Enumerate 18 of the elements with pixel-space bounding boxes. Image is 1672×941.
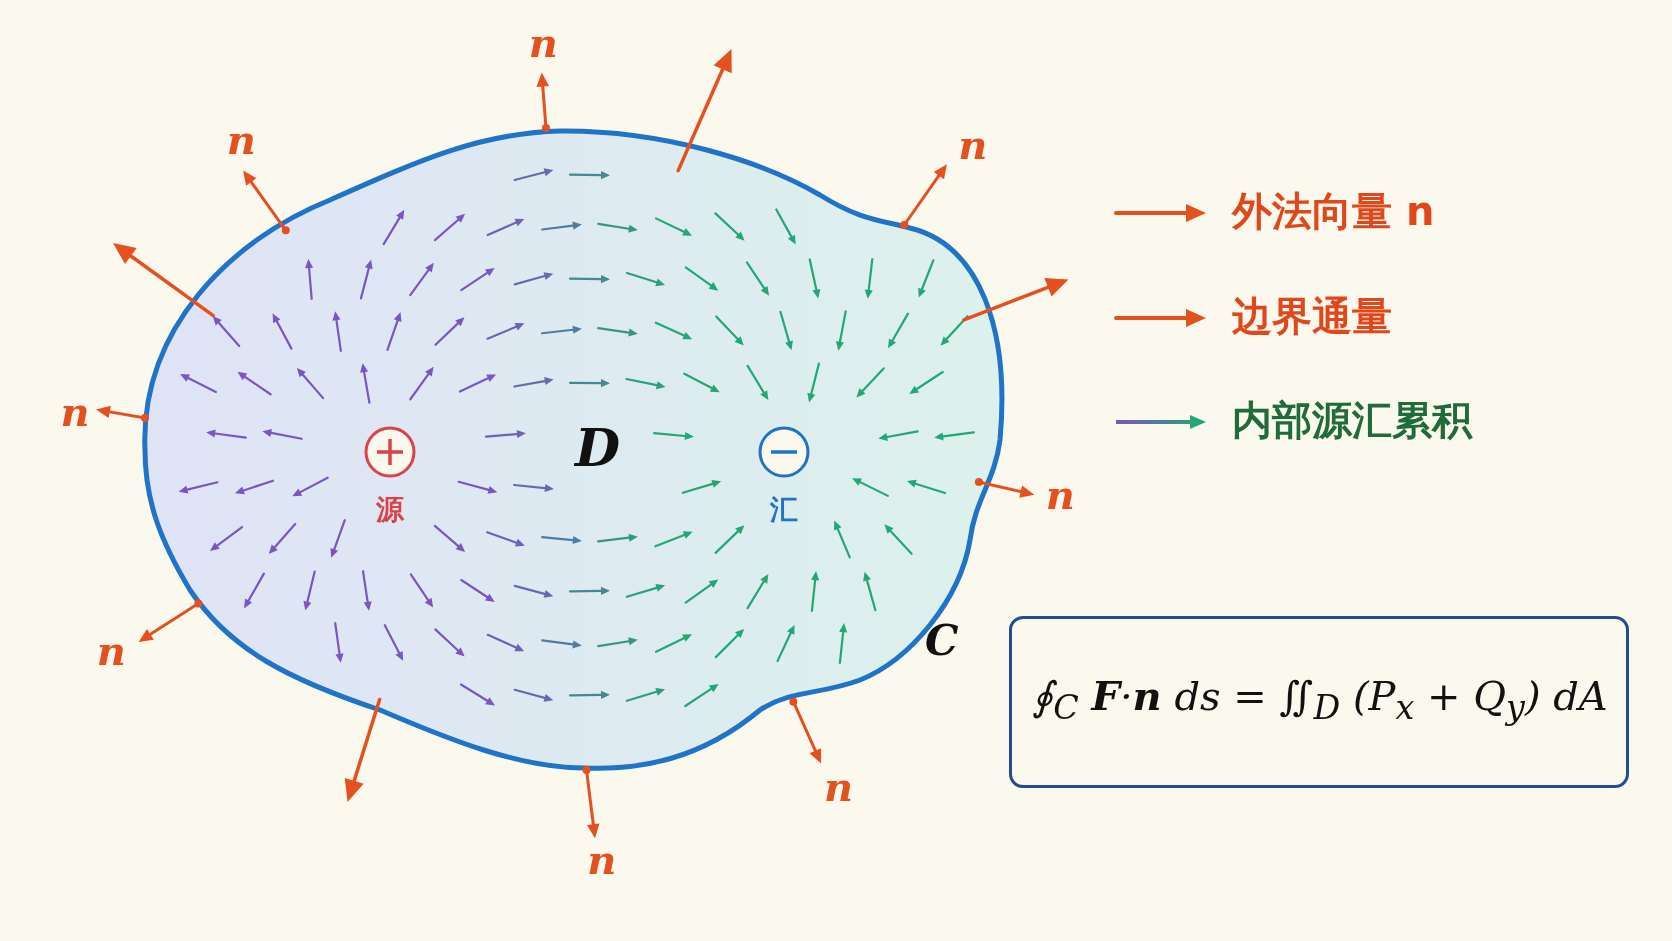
normal-label: n xyxy=(226,119,256,160)
sink-label: 汇 xyxy=(769,496,799,524)
boundary-label: C xyxy=(925,620,959,662)
normal-label: n xyxy=(587,839,617,880)
normal-label: n xyxy=(1045,474,1075,515)
legend-label: 边界通量 xyxy=(1232,296,1392,336)
region-label: D xyxy=(575,422,621,474)
normal-label: n xyxy=(528,22,558,63)
formula-text: ∮$_{C}$ F·n ds = ∬$_{D}$ (P$_{x}$ + Q$_{y}$) dA xyxy=(1031,671,1609,729)
normal-label: n xyxy=(96,630,126,671)
normal-label: n xyxy=(824,767,854,808)
normal-label: n xyxy=(958,125,988,166)
source-symbol xyxy=(364,426,416,478)
legend-label: 外法向量 n xyxy=(1232,191,1435,231)
normal-label: n xyxy=(60,391,90,432)
source-label: 源 xyxy=(375,496,405,524)
sink-symbol xyxy=(758,426,810,478)
legend-label: 内部源汇累积 xyxy=(1232,400,1472,440)
